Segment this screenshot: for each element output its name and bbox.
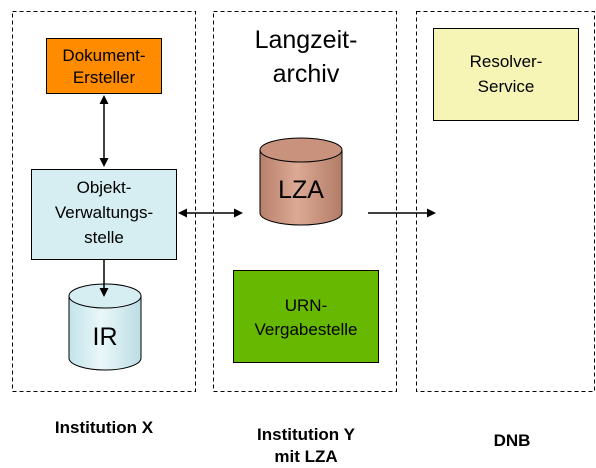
zone-institution-y: Langzeit- archiv Institution Y mit LZA <box>213 11 397 466</box>
resolver-service-box: Resolver- Service <box>433 28 579 121</box>
arrowhead-left-icon <box>178 208 187 218</box>
zone-institution-y-border <box>213 11 397 392</box>
zone-dnb: DNB <box>416 11 595 450</box>
arrow-lza-dnb <box>368 208 436 218</box>
arrow-objektverwaltung-ir <box>99 260 109 297</box>
langzeitarchiv-heading-line-2: archiv <box>273 60 340 88</box>
arrow-objektverwaltung-lza <box>178 208 243 218</box>
objektverwaltung-rect <box>31 169 177 260</box>
objektverwaltung-label-line-1: Objekt- <box>77 178 132 197</box>
zone-institution-x-label: Institution X <box>55 418 154 437</box>
zone-institution-x: Institution X <box>12 11 196 437</box>
arrowhead-right-icon <box>427 208 436 218</box>
zone-dnb-border <box>416 11 595 392</box>
zone-institution-y-label-line-1: Institution Y <box>257 425 356 444</box>
objektverwaltung-label-line-2: Verwaltungs- <box>55 203 153 222</box>
arrowhead-up-icon <box>99 95 109 104</box>
ir-cylinder: IR <box>68 283 142 371</box>
urn-vergabestelle-label-line-1: URN- <box>285 296 328 315</box>
dokument-ersteller-label-line-1: Dokument- <box>62 46 145 65</box>
dokument-ersteller-rect <box>46 38 162 94</box>
resolver-service-rect <box>433 28 579 121</box>
urn-vergabestelle-label-line-2: Vergabestelle <box>254 320 357 339</box>
objektverwaltung-box: Objekt- Verwaltungs- stelle <box>31 169 177 260</box>
lza-cylinder-top <box>259 137 343 163</box>
lza-cylinder-body <box>259 149 343 226</box>
ir-cylinder-top <box>68 283 142 309</box>
zone-institution-y-label-line-2: mit LZA <box>274 447 337 466</box>
lza-label: LZA <box>278 176 324 204</box>
arrowhead-down-icon <box>99 158 109 167</box>
lza-cylinder: LZA <box>259 137 343 226</box>
ir-cylinder-body <box>68 295 142 371</box>
zone-institution-x-border <box>12 11 196 392</box>
arrowhead-down-icon <box>99 288 109 297</box>
arrow-ersteller-objektverwaltung <box>99 95 109 167</box>
objektverwaltung-label-line-3: stelle <box>84 228 124 247</box>
langzeitarchiv-heading-line-1: Langzeit- <box>255 26 358 54</box>
dokument-ersteller-box: Dokument- Ersteller <box>46 38 162 94</box>
dokument-ersteller-label-line-2: Ersteller <box>73 68 136 87</box>
resolver-service-label-line-2: Service <box>478 77 535 96</box>
urn-vergabestelle-rect <box>233 270 379 363</box>
resolver-service-label-line-1: Resolver- <box>470 52 543 71</box>
arrowhead-right-icon <box>234 208 243 218</box>
urn-vergabestelle-box: URN- Vergabestelle <box>233 270 379 363</box>
zone-dnb-label: DNB <box>494 431 531 450</box>
ir-label: IR <box>93 323 118 351</box>
